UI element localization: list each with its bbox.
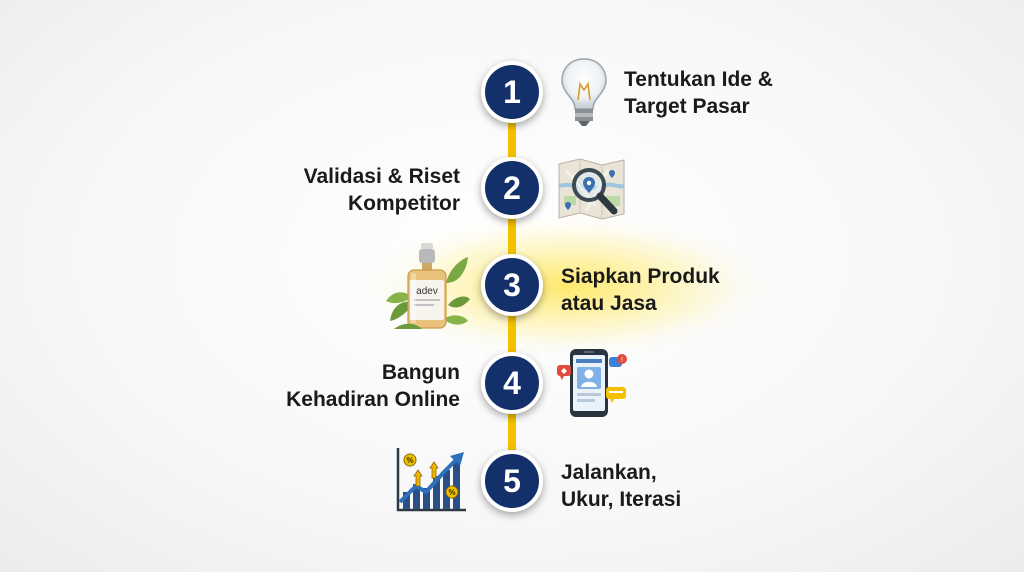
social-phone-icon: !: [556, 347, 632, 419]
step-3-label-line-2: atau Jasa: [561, 292, 657, 315]
step-2-label-line-2: Kompetitor: [348, 192, 460, 215]
serum-bottle-brand-text: adev: [416, 286, 438, 297]
step-3-badge: 3: [481, 254, 543, 316]
step-2-label-line-1: Validasi & Riset: [303, 165, 460, 188]
step-4-badge: 4: [481, 352, 543, 414]
step-1-badge: 1: [481, 61, 543, 123]
step-2-label: Validasi & Riset Kompetitor: [304, 163, 460, 217]
map-magnifier-icon: [556, 156, 628, 222]
step-4-label: Bangun Kehadiran Online: [286, 359, 460, 413]
step-1-label-line-1: Tentukan Ide &: [624, 68, 773, 91]
svg-text:%: %: [406, 456, 413, 465]
step-4-label-line-2: Kehadiran Online: [286, 388, 460, 411]
step-1-label-line-2: Target Pasar: [624, 95, 750, 118]
svg-text:%: %: [448, 488, 455, 497]
step-5-label: Jalankan, Ukur, Iterasi: [561, 459, 681, 513]
svg-text:!: !: [621, 357, 623, 364]
serum-bottle-icon: adev: [384, 243, 470, 331]
lightbulb-icon: [558, 56, 610, 128]
growth-chart-icon: % %: [394, 446, 468, 514]
step-3-label: Siapkan Produk atau Jasa: [561, 263, 720, 317]
step-3-label-line-1: Siapkan Produk: [561, 265, 720, 288]
step-1-label: Tentukan Ide & Target Pasar: [624, 66, 773, 120]
step-2-badge: 2: [481, 157, 543, 219]
step-4-label-line-1: Bangun: [381, 361, 460, 384]
step-5-label-line-1: Jalankan,: [561, 461, 657, 484]
step-5-badge: 5: [481, 450, 543, 512]
step-5-label-line-2: Ukur, Iterasi: [561, 488, 682, 511]
